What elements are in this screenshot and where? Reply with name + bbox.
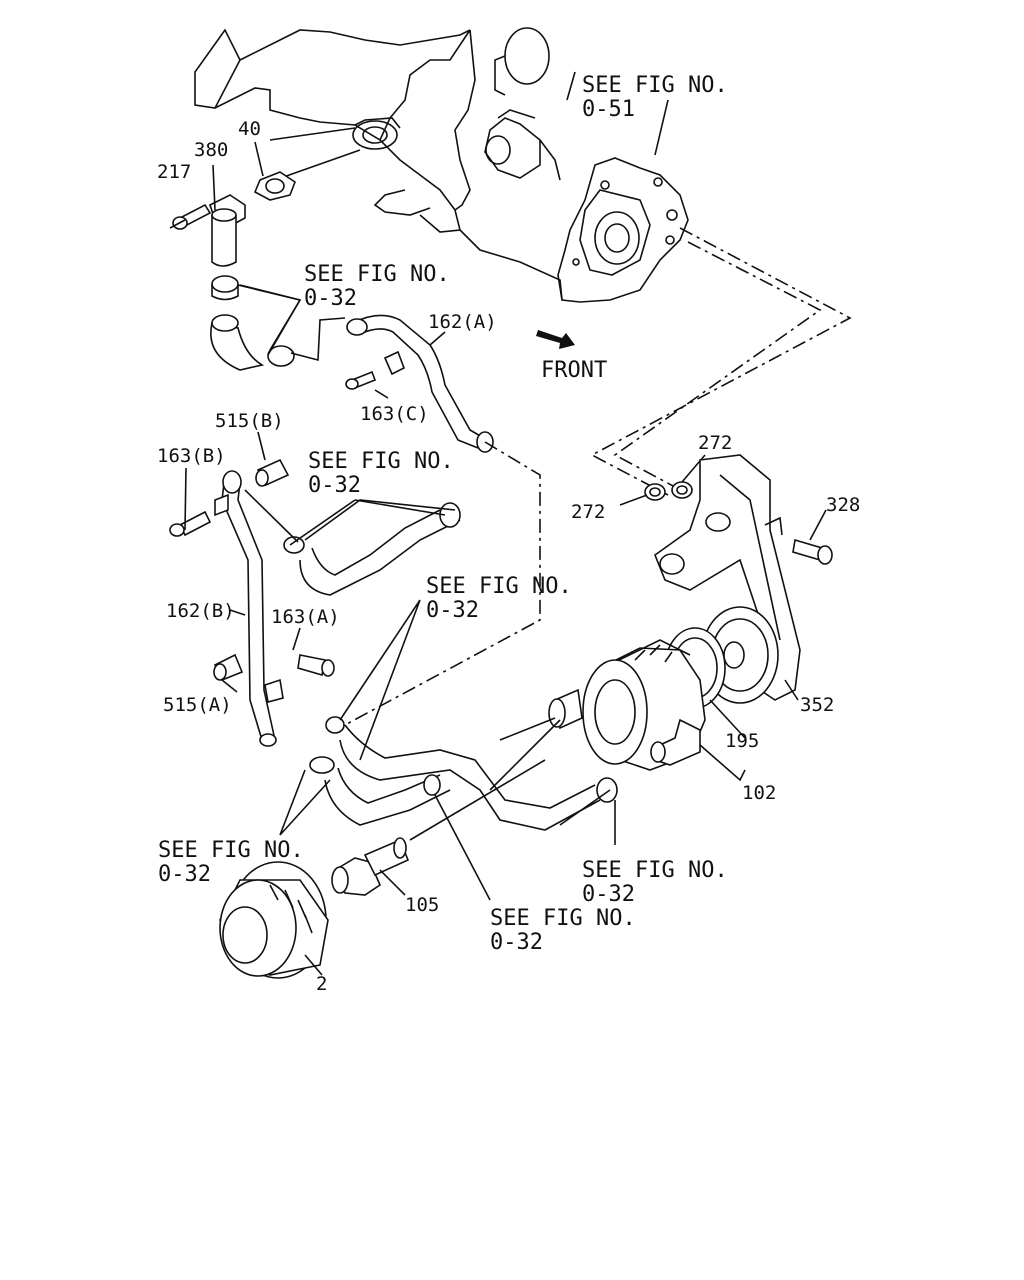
part-label-272-b[interactable]: 272 — [698, 432, 732, 454]
ref-0-32-c[interactable]: SEE FIG NO. 0-32 — [426, 574, 572, 623]
ref-0-32-b[interactable]: SEE FIG NO. 0-32 — [308, 449, 454, 498]
ref-0-32-d[interactable]: SEE FIG NO. 0-32 — [158, 838, 304, 887]
lower-hose-group — [309, 716, 618, 831]
part-272-washer-b-shape — [671, 481, 693, 499]
part-label-162b[interactable]: 162(B) — [166, 600, 235, 622]
part-label-352[interactable]: 352 — [800, 694, 834, 716]
part-105-fitting-shape — [331, 837, 410, 896]
part-label-195[interactable]: 195 — [725, 730, 759, 752]
part-label-272-a[interactable]: 272 — [571, 501, 605, 523]
ref-0-32-d-prefix: SEE FIG NO. — [158, 838, 304, 863]
part-label-163c[interactable]: 163(C) — [360, 403, 429, 425]
part-label-2[interactable]: 2 — [316, 973, 327, 995]
ref-0-32-f-prefix: SEE FIG NO. — [490, 906, 636, 931]
part-163b-bolt-shape — [169, 510, 212, 537]
ref-0-51[interactable]: SEE FIG NO. 0-51 — [582, 73, 728, 122]
part-217-bolt-shape — [172, 203, 212, 230]
ref-0-32-e-prefix: SEE FIG NO. — [582, 858, 728, 883]
part-label-217[interactable]: 217 — [157, 161, 191, 183]
oil-pump-cover — [557, 157, 689, 303]
front-arrow-icon — [536, 330, 575, 349]
part-label-40[interactable]: 40 — [238, 118, 261, 140]
connector-lines — [344, 227, 852, 726]
ref-0-32-c-fig: 0-32 — [426, 598, 479, 623]
ref-0-32-b-prefix: SEE FIG NO. — [308, 449, 454, 474]
ref-0-51-fig: 0-51 — [582, 97, 635, 122]
part-515a-sleeve-shape — [213, 653, 244, 682]
part-label-162a[interactable]: 162(A) — [428, 311, 497, 333]
ref-0-32-a-fig: 0-32 — [304, 286, 357, 311]
part-label-328[interactable]: 328 — [826, 494, 860, 516]
see-fig-leaders — [239, 284, 616, 901]
part-162b-pipe-shape — [214, 470, 284, 747]
ref-0-32-f-fig: 0-32 — [490, 930, 543, 955]
part-40-gasket-shape — [253, 171, 296, 201]
part-163c-bolt-shape — [345, 370, 377, 390]
ref-0-32-e[interactable]: SEE FIG NO. 0-32 — [582, 858, 728, 907]
ref-0-32-d-fig: 0-32 — [158, 862, 211, 887]
part-328-bolt-shape — [792, 538, 833, 565]
part-162a-pipe-shape — [346, 314, 494, 453]
part-label-163a[interactable]: 163(A) — [271, 606, 340, 628]
part-label-380[interactable]: 380 — [194, 139, 228, 161]
part-515b-sleeve-shape — [255, 458, 290, 487]
part-163a-bolt-shape — [297, 654, 335, 677]
ref-0-32-a[interactable]: SEE FIG NO. 0-32 — [304, 262, 450, 311]
part-2-oil-filter-shape — [219, 861, 329, 979]
engine-block — [194, 27, 563, 301]
ref-0-32-b-fig: 0-32 — [308, 473, 361, 498]
ref-0-32-f[interactable]: SEE FIG NO. 0-32 — [490, 906, 636, 955]
part-label-515b[interactable]: 515(B) — [215, 410, 284, 432]
part-380-flange-shape — [209, 194, 246, 267]
ref-0-32-a-prefix: SEE FIG NO. — [304, 262, 450, 287]
front-label: FRONT — [541, 358, 607, 383]
ref-0-32-e-fig: 0-32 — [582, 882, 635, 907]
part-label-102[interactable]: 102 — [742, 782, 776, 804]
part-272-washer-a-shape — [644, 483, 666, 501]
part-label-105[interactable]: 105 — [405, 894, 439, 916]
part-label-163b[interactable]: 163(B) — [157, 445, 226, 467]
ref-0-51-prefix: SEE FIG NO. — [582, 73, 728, 98]
part-102-oil-cooler-shape — [548, 639, 706, 771]
part-label-515a[interactable]: 515(A) — [163, 694, 232, 716]
ref-0-32-c-prefix: SEE FIG NO. — [426, 574, 572, 599]
